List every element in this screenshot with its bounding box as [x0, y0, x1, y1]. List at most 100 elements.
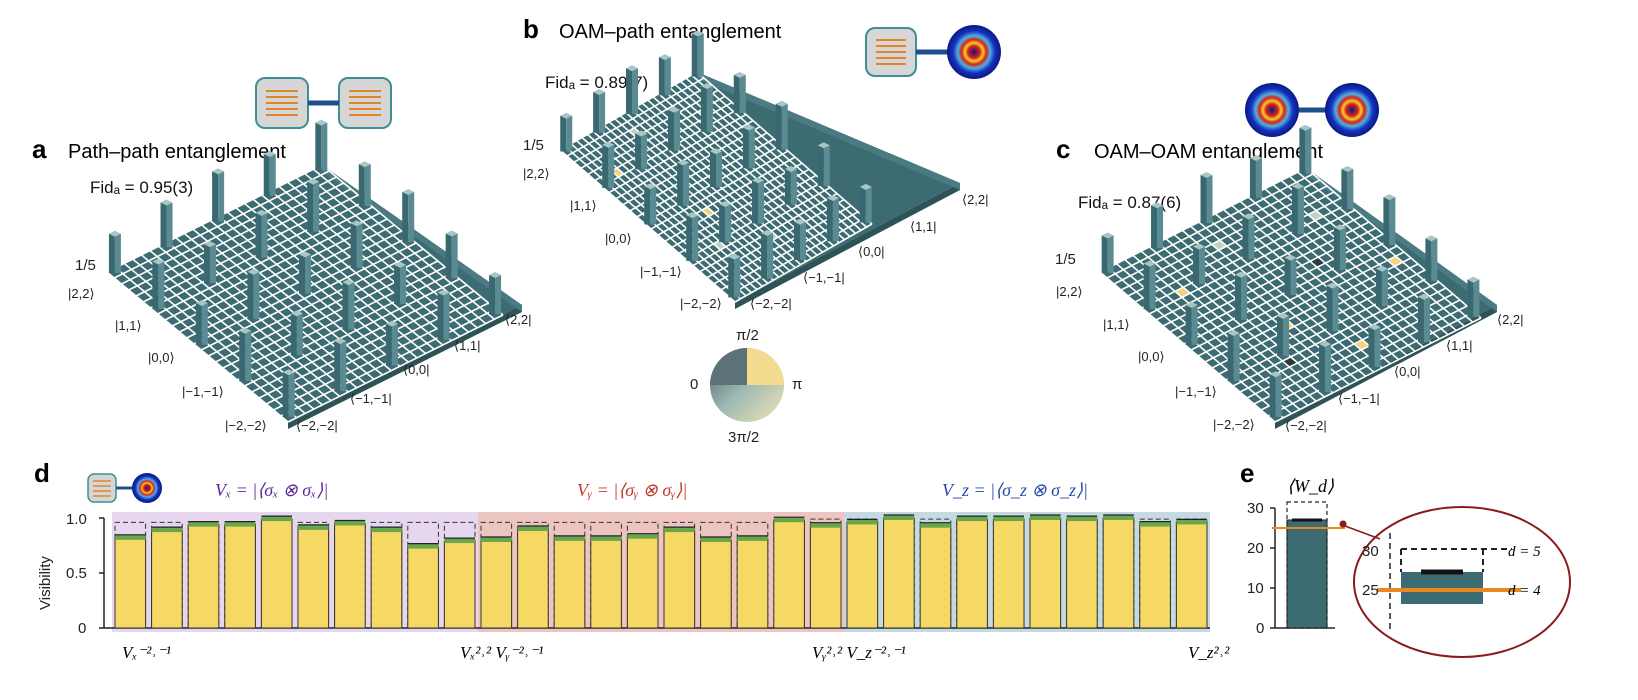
- matrix-bar-top: [445, 230, 458, 237]
- error-band: [481, 537, 512, 542]
- matrix-bar: [1200, 175, 1207, 223]
- matrix-bar: [218, 171, 225, 222]
- visibility-bar: [1102, 517, 1135, 629]
- matrix-bar: [758, 180, 764, 224]
- matrix-bar-top: [742, 124, 755, 131]
- matrix-bar: [1332, 285, 1339, 331]
- row-label: |1,1⟩: [115, 318, 142, 333]
- panel-a-zlabel: 1/5: [75, 257, 96, 274]
- matrix-bar-top: [626, 65, 638, 72]
- matrix-bar: [358, 164, 365, 207]
- panel-b: b OAM–path entanglement Fidₐ = 0.89(7) 1…: [523, 14, 1001, 446]
- xlabel: V_z²˒²: [1188, 643, 1230, 662]
- matrix-bar-top: [1425, 235, 1438, 242]
- grid-line: [1140, 250, 1317, 402]
- panel-c: c OAM–OAM entanglement Fidₐ = 0.87(6) 1/…: [1055, 83, 1524, 433]
- xlabel: Vₓ²˒² Vᵧ⁻²˒⁻¹: [460, 643, 543, 662]
- visibility-bar: [480, 539, 513, 629]
- matrix-bar: [212, 171, 219, 222]
- matrix-bar: [608, 144, 615, 188]
- matrix-bar-top: [1467, 276, 1480, 283]
- panel-c-zlabel: 1/5: [1055, 251, 1076, 268]
- row-label: |0,0⟩: [148, 350, 175, 365]
- matrix-bar: [340, 341, 347, 392]
- error-band: [1139, 521, 1171, 527]
- matrix-bar: [239, 330, 246, 381]
- matrix-bar: [1241, 274, 1248, 320]
- matrix-bar-top: [1200, 172, 1213, 179]
- inset-tick: 25: [1362, 582, 1379, 599]
- grid-line: [658, 93, 835, 247]
- grid-line: [1148, 246, 1325, 398]
- grid-line: [1239, 200, 1416, 352]
- vx-group-label: Vₓ = |⟨σₓ ⊗ σₓ⟩|: [215, 480, 328, 500]
- matrix-bar: [1242, 216, 1249, 259]
- visibility-bar: [773, 519, 805, 629]
- matrix-bar: [832, 197, 839, 242]
- visibility-bar: [590, 538, 622, 629]
- matrix-bar: [334, 341, 341, 392]
- matrix-bar: [742, 127, 749, 169]
- matrix-bar: [489, 275, 496, 315]
- error-band: [298, 524, 329, 530]
- matrix-bar: [650, 186, 657, 225]
- row-label: |−2,−2⟩: [680, 296, 722, 311]
- visibility-bar: [517, 528, 549, 629]
- matrix-bar-top: [1368, 323, 1381, 330]
- error-band: [517, 526, 549, 531]
- matrix-bar: [282, 372, 289, 417]
- panel-c-density-matrix: [1099, 124, 1497, 429]
- matrix-bar-top: [593, 89, 606, 96]
- panel-e: e ⟨W_d⟩ 0 10 20 30 30 25 d = 5 d = 4: [1240, 458, 1571, 658]
- visibility-bar: [187, 524, 220, 629]
- matrix-bar-top: [1242, 213, 1255, 220]
- matrix-bar: [1143, 263, 1150, 309]
- row-label: |0,0⟩: [605, 231, 632, 246]
- matrix-bar-top: [1333, 224, 1346, 231]
- matrix-bar-top: [668, 106, 680, 113]
- matrix-bar-top: [859, 183, 872, 190]
- inset-tick: 30: [1362, 543, 1379, 560]
- matrix-bar: [1284, 257, 1291, 295]
- matrix-bar: [1467, 279, 1474, 318]
- matrix-bar-top: [385, 320, 398, 327]
- matrix-bar: [321, 122, 328, 171]
- matrix-bar-top: [282, 369, 295, 376]
- row-label: |2,2⟩: [523, 166, 550, 181]
- matrix-bar: [632, 68, 638, 115]
- d5-label: d = 5: [1508, 544, 1541, 560]
- matrix-bar: [437, 292, 444, 340]
- panel-d-oam-path-icon: [87, 473, 162, 503]
- matrix-bar: [706, 86, 713, 132]
- matrix-bar: [1255, 158, 1262, 199]
- matrix-bar: [445, 233, 452, 279]
- matrix-bar: [826, 197, 833, 242]
- panel-b-fidelity: Fidₐ = 0.89(7): [545, 73, 648, 92]
- grid-line: [1099, 271, 1276, 423]
- row-label: |−1,−1⟩: [640, 264, 682, 279]
- matrix-bar: [1107, 235, 1114, 273]
- visibility-bar: [370, 529, 403, 629]
- matrix-edge: [1275, 305, 1497, 429]
- matrix-bar-top: [635, 130, 648, 137]
- visibility-bar: [919, 525, 952, 629]
- matrix-bar: [1227, 332, 1234, 381]
- matrix-bar: [253, 271, 260, 320]
- matrix-bar: [315, 122, 322, 171]
- grid-line: [261, 194, 444, 346]
- visibility-bar: [809, 525, 842, 629]
- matrix-bar: [1326, 285, 1333, 331]
- matrix-bar: [1305, 127, 1312, 174]
- grid-line: [734, 223, 873, 303]
- grid-line: [157, 206, 374, 315]
- panel-b-row-labels: |2,2⟩ |1,1⟩ |0,0⟩ |−1,−1⟩ |−2,−2⟩: [523, 166, 722, 311]
- xlabel: Vᵧ²˒² V_z⁻²˒⁻¹: [812, 643, 906, 662]
- matrix-bar: [781, 103, 788, 150]
- matrix-bar: [247, 271, 254, 320]
- grid-line: [201, 224, 384, 376]
- matrix-bar: [1473, 279, 1480, 318]
- matrix-bar-top: [691, 30, 704, 37]
- panel-c-title: OAM–OAM entanglement: [1094, 141, 1323, 163]
- oam-beam-icon: [947, 25, 1001, 79]
